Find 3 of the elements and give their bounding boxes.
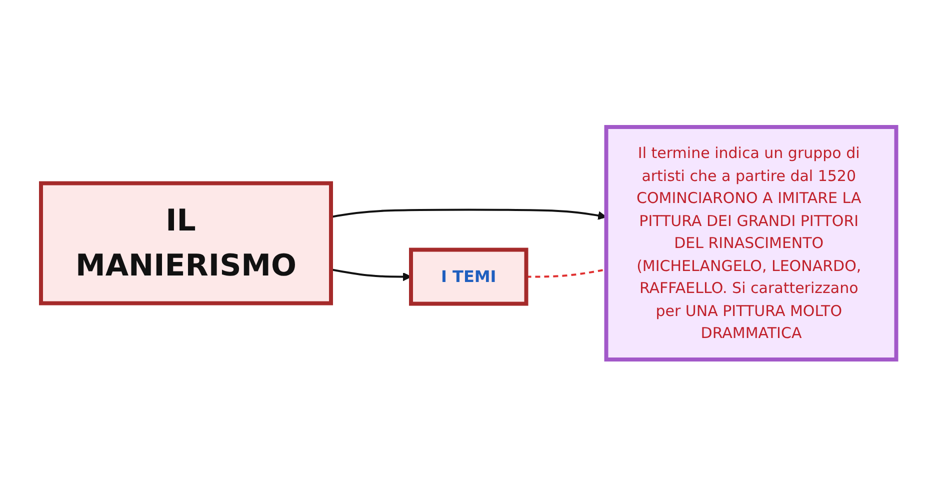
node-box: IL MANIERISMO <box>39 181 334 305</box>
node-box: Il termine indica un gruppo di artisti che a partire dal 1520 COMINCIARONO A IMITARE LA PITTURA DEI GRANDI PITTORI DEL RINASCIMENTO (MICHELANGELO, LEONARDO, RAFFAELLO. Si caratterizzano per UNA PITTURA MOLTO DRAMMATICA <box>604 124 899 362</box>
node-box: I TEMI <box>409 248 529 306</box>
